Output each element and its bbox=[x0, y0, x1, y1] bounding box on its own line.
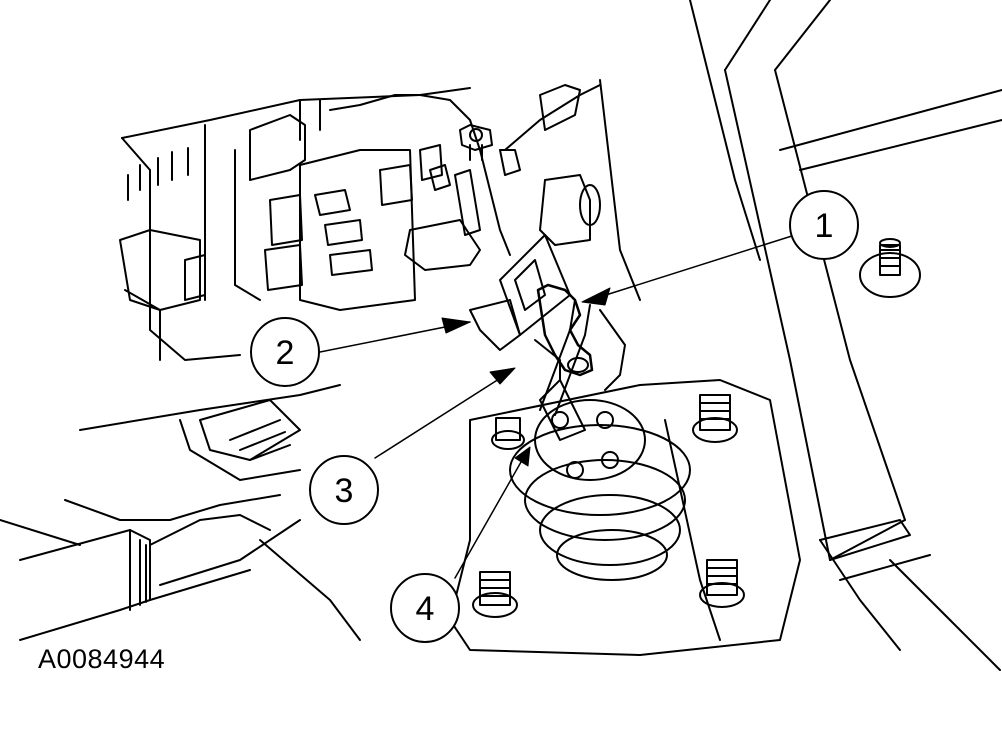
right-stud bbox=[859, 238, 921, 298]
figure-id: A0084944 bbox=[38, 644, 166, 674]
mounting-studs bbox=[472, 394, 745, 618]
leader-3 bbox=[374, 371, 511, 459]
arrow-4 bbox=[514, 446, 531, 467]
arrow-3 bbox=[489, 367, 516, 385]
shifter-boot bbox=[449, 379, 801, 656]
callout-4-label: 4 bbox=[416, 590, 435, 628]
leader-4 bbox=[454, 454, 526, 579]
dashboard-housing bbox=[79, 87, 471, 481]
callout-1: 1 bbox=[789, 190, 859, 260]
stud-lower-right bbox=[699, 559, 745, 608]
bracket-assembly bbox=[404, 79, 641, 301]
interlock-cable bbox=[469, 234, 626, 416]
callouts: 1 2 3 4 bbox=[250, 190, 859, 643]
steering-column bbox=[664, 0, 1002, 671]
stud-lower-left bbox=[472, 571, 518, 618]
callout-1-label: 1 bbox=[815, 207, 834, 245]
callout-4: 4 bbox=[390, 573, 460, 643]
callout-3-label: 3 bbox=[335, 472, 354, 510]
stud-upper-right bbox=[692, 394, 738, 443]
callout-2: 2 bbox=[250, 317, 320, 387]
callout-2-label: 2 bbox=[276, 334, 295, 372]
arrowheads bbox=[441, 287, 611, 467]
leader-1 bbox=[589, 234, 796, 301]
arrow-2 bbox=[441, 317, 471, 334]
lower-left-rod bbox=[0, 494, 361, 641]
callout-3: 3 bbox=[309, 455, 379, 525]
stud-left bbox=[491, 417, 525, 450]
arrow-1 bbox=[581, 287, 611, 306]
